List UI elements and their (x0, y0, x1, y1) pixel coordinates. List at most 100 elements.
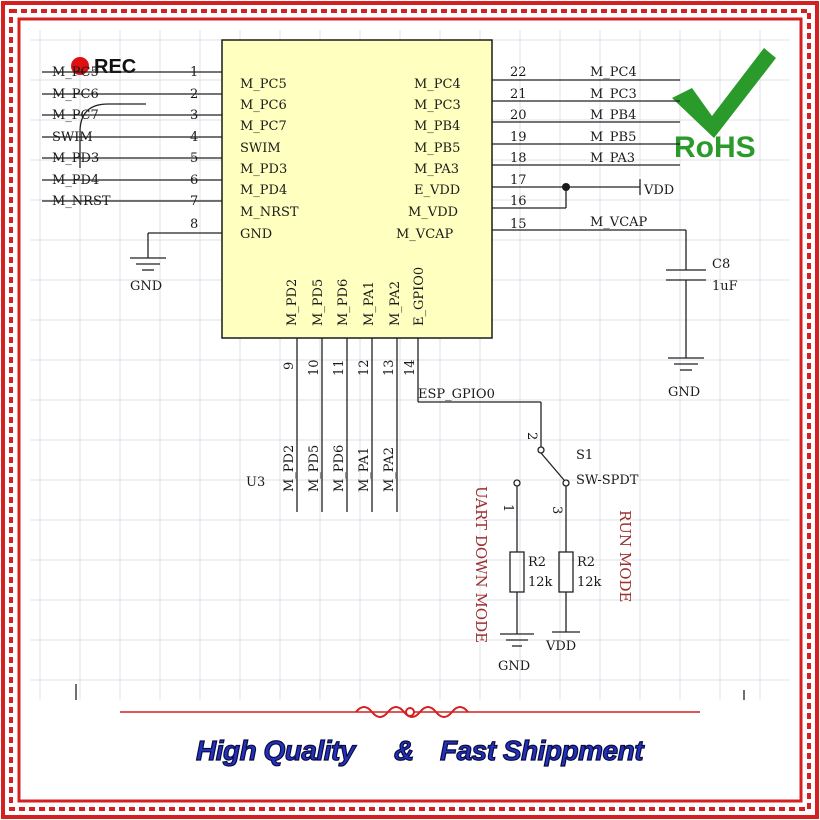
pin-name: M_PC7 (240, 119, 287, 134)
run-mode-label: RUN MODE (616, 510, 634, 602)
pin-name: M_PC3 (414, 98, 461, 113)
cap-ref-label: C8 (712, 257, 730, 272)
rohs-badge: RoHS (672, 48, 776, 164)
res-ref-label: R2 (577, 555, 595, 570)
gnd-label: GND (498, 659, 530, 674)
net-label-right: M_PA3 (590, 151, 635, 166)
gnd-label: GND (668, 385, 700, 400)
net-label-left: M_NRST (52, 194, 111, 209)
jumper-wire (79, 103, 146, 168)
bottom-pin-name: M_PD5 (311, 279, 326, 326)
pin-name: M_PC6 (240, 98, 287, 113)
net-label-left: M_PC7 (52, 108, 99, 123)
rohs-label: RoHS (674, 131, 756, 164)
pin-number: 12 (357, 359, 372, 376)
ornament-divider (120, 706, 700, 718)
net-label-left: M_PD3 (52, 151, 99, 166)
junction-dot (562, 183, 570, 191)
net-label-left: M_PC6 (52, 87, 99, 102)
pin-name: M_NRST (240, 205, 299, 220)
net-label-right: M_PB4 (590, 108, 636, 123)
banner-left: High Quality (196, 735, 357, 766)
bottom-pins: M_PD2 M_PD5 M_PD6 M_PA1 M_PA2 E_GPIO0 9 … (282, 267, 427, 512)
capacitor-c8: C8 1uF GND (666, 230, 738, 400)
uart-mode-label: UART DOWN MODE (472, 486, 490, 643)
resistor-left: R2 12k GND (498, 551, 553, 674)
right-pins: M_PC4 22 M_PC4 M_PC3 21 M_PC3 M_PB4 20 M… (396, 65, 686, 242)
pin-number: 8 (190, 217, 198, 232)
pin-number: 5 (190, 151, 198, 166)
net-label-right: M_PC3 (590, 87, 637, 102)
pin-number: 17 (510, 173, 527, 188)
res-value-label: 12k (577, 575, 602, 590)
pin-name: M_PD4 (240, 183, 287, 198)
pin-name: M_PB4 (414, 119, 460, 134)
switch-pin-b: 3 (549, 506, 564, 514)
pin-number: 9 (282, 362, 297, 370)
banner-right: Fast Shippment (440, 735, 645, 766)
bottom-pin-name: M_PD6 (336, 279, 351, 326)
left-pins: M_PC5 1 M_PC5 M_PC6 2 M_PC6 M_PC7 3 M_PC… (42, 65, 299, 242)
pin-number: 20 (510, 108, 527, 123)
pin-number: 4 (190, 130, 198, 145)
pin-number: 21 (510, 87, 527, 102)
vdd-label: VDD (643, 183, 674, 198)
bottom-pin-name: E_GPIO0 (412, 267, 427, 326)
bottom-pin-name: M_PA1 (362, 281, 377, 326)
gnd-label: GND (130, 279, 162, 294)
bottom-pin-name: M_PD2 (285, 279, 300, 326)
pin-number: 10 (307, 359, 322, 376)
chip-body (221, 39, 493, 339)
pin-number: 3 (190, 108, 198, 123)
net-label-left: M_PD4 (52, 173, 99, 188)
rec-label: REC (94, 56, 136, 78)
checkmark-icon (672, 48, 776, 138)
net-label-right: M_VCAP (590, 215, 648, 230)
pin-name: M_VCAP (396, 227, 454, 242)
cap-value-label: 1uF (712, 279, 738, 294)
vdd-label: VDD (545, 639, 576, 654)
rec-dot-icon (71, 57, 89, 75)
pin-number: 19 (510, 130, 527, 145)
net-label-right: M_PB5 (590, 130, 636, 145)
vdd-symbol: VDD (562, 179, 674, 208)
pin-name: SWIM (240, 141, 281, 156)
pin-number: 2 (190, 87, 198, 102)
switch-type-label: SW-SPDT (576, 473, 639, 488)
chip-designator: U3 (246, 475, 265, 490)
pin-name: M_PA3 (414, 162, 459, 177)
pin-number: 13 (382, 359, 397, 376)
pin-number: 1 (190, 65, 198, 80)
net-label-bottom: M_PA1 (357, 447, 372, 492)
net-label-right: M_PC4 (590, 65, 637, 80)
resistor-right: R2 12k VDD (545, 551, 602, 654)
bottom-pin-name: M_PA2 (388, 281, 403, 326)
pin-number: 6 (190, 173, 198, 188)
net-label-bottom: M_PD2 (282, 445, 297, 492)
switch-pin-common: 2 (524, 432, 539, 440)
pin-number: 18 (510, 151, 527, 166)
switch-s1: ESP_GPIO0 2 S1 SW-SPDT 1 3 (418, 387, 639, 552)
net-label-bottom: M_PD6 (332, 445, 347, 492)
res-value-label: 12k (528, 575, 553, 590)
pin-number: 16 (510, 194, 527, 209)
pin-name: M_PC4 (414, 77, 461, 92)
pin-number: 14 (403, 359, 418, 376)
net-label-gpio: ESP_GPIO0 (418, 387, 495, 402)
net-label-left: M_PC5 (52, 65, 99, 80)
net-label-left: SWIM (52, 130, 93, 145)
pin-name: GND (240, 227, 272, 242)
pin-name: M_PB5 (414, 141, 460, 156)
ground-symbol: GND (130, 233, 166, 294)
pin-number: 15 (510, 217, 527, 232)
pin-name: M_VDD (408, 205, 458, 220)
pin-number: 11 (332, 359, 347, 376)
pin-number: 7 (190, 194, 198, 209)
pin-name: M_PD3 (240, 162, 287, 177)
pin-number: 22 (510, 65, 527, 80)
switch-pin-a: 1 (500, 504, 515, 512)
res-ref-label: R2 (528, 555, 546, 570)
quality-banner: High Quality & Fast Shippment (195, 734, 646, 766)
